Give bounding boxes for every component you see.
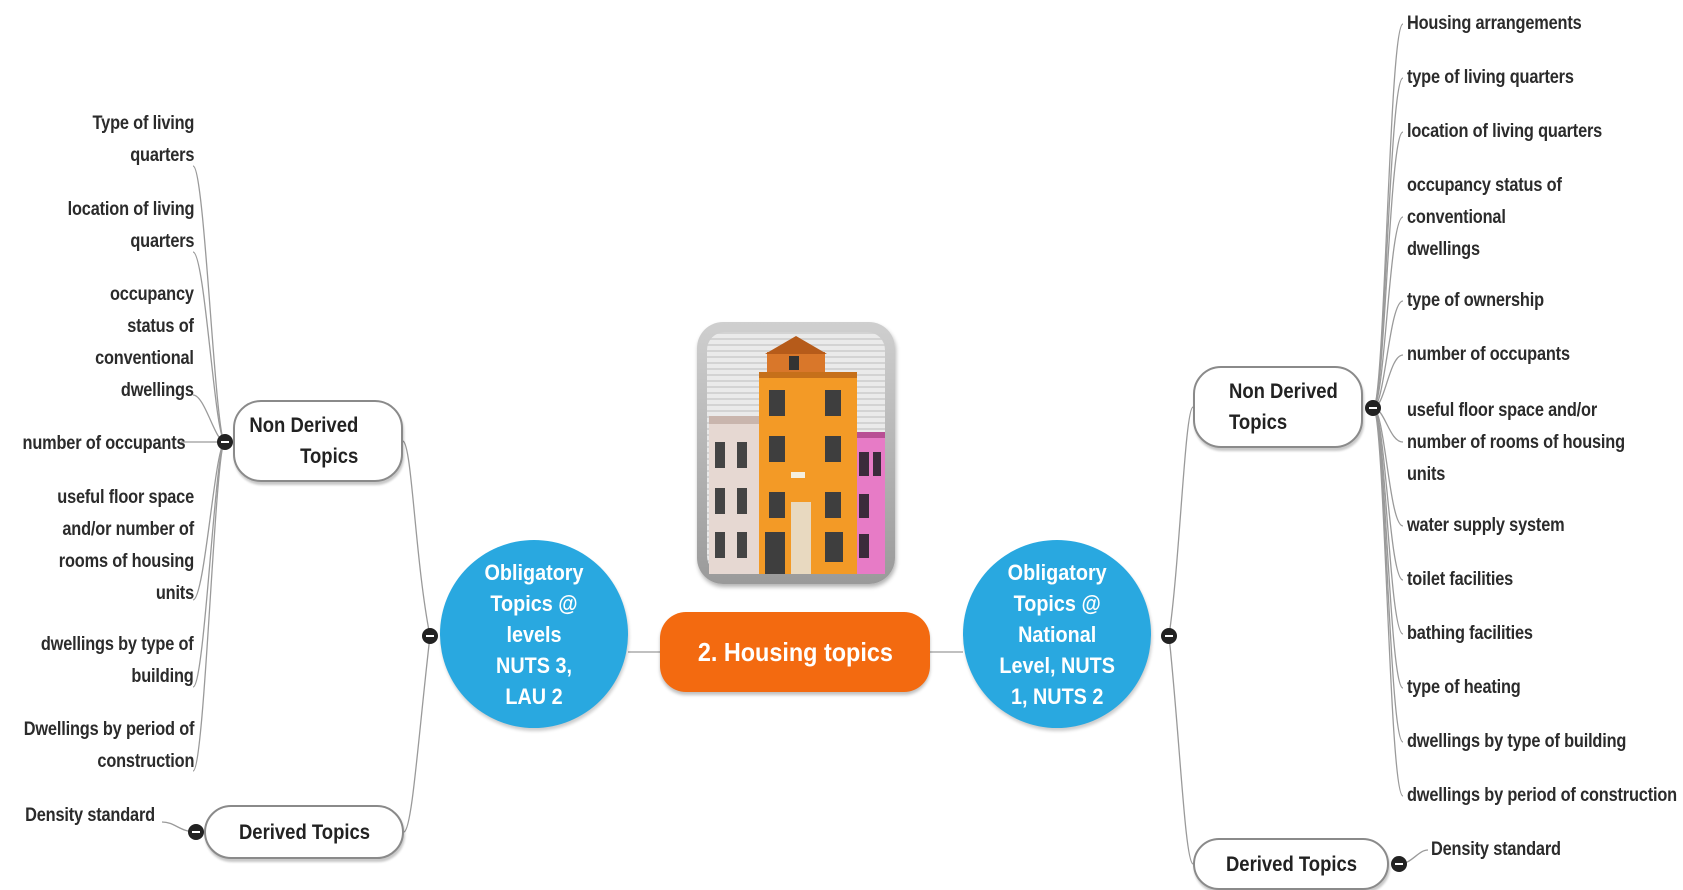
left-leaf-number-of-occupants: number of occupants	[22, 433, 185, 454]
left-non-derived-collapse-icon[interactable]	[217, 434, 233, 450]
houses-illustration	[707, 332, 885, 574]
right-main-collapse-icon[interactable]	[1161, 628, 1177, 644]
right-leaf-location-of-living-quarters: location of living quarters	[1407, 121, 1603, 142]
right-leaf-type-of-living-quarters: type of living quarters	[1407, 67, 1574, 88]
central-topic-node[interactable]: 2. Housing topics	[660, 612, 930, 692]
right-leaf-toilet-facilities: toilet facilities	[1407, 569, 1514, 590]
connector-line	[403, 635, 431, 833]
connector-line	[1372, 216, 1404, 409]
connector-line	[402, 440, 431, 637]
left-derived-collapse-icon[interactable]	[188, 824, 204, 840]
right-derived-collapse-icon[interactable]	[1391, 856, 1407, 872]
connector-line	[1168, 406, 1194, 637]
right-leaf-water-supply-system: water supply system	[1407, 515, 1565, 536]
right-leaf-dwellings-by-type: dwellings by type of building	[1407, 731, 1627, 752]
connector-line	[192, 441, 226, 772]
right-leaf-density-standard: Density standard	[1431, 839, 1561, 860]
left-leaf-density-standard: Density standard	[25, 805, 155, 826]
right-leaf-bathing-facilities: bathing facilities	[1407, 623, 1533, 644]
right-leaf-number-of-occupants: number of occupants	[1407, 344, 1570, 365]
colorful-houses-picture	[697, 322, 895, 584]
right-leaf-housing-arrangements: Housing arrangements	[1407, 13, 1582, 34]
right-derived-topics-node[interactable]: Derived Topics	[1193, 838, 1389, 890]
connector-line	[192, 165, 226, 443]
left-derived-topics-node[interactable]: Derived Topics	[204, 805, 404, 859]
connector-line	[1372, 407, 1404, 797]
connector-line	[1168, 635, 1194, 865]
right-leaf-type-of-ownership: type of ownership	[1407, 290, 1544, 311]
right-leaf-dwellings-by-period: dwellings by period of construction	[1407, 785, 1677, 806]
connector-line	[1372, 77, 1404, 409]
right-non-derived-collapse-icon[interactable]	[1365, 400, 1381, 416]
connector-line	[1372, 131, 1404, 409]
right-leaf-type-of-heating: type of heating	[1407, 677, 1521, 698]
left-main-collapse-icon[interactable]	[422, 628, 438, 644]
connector-line	[192, 251, 226, 443]
connector-line	[1372, 407, 1404, 689]
connector-line	[192, 441, 226, 688]
